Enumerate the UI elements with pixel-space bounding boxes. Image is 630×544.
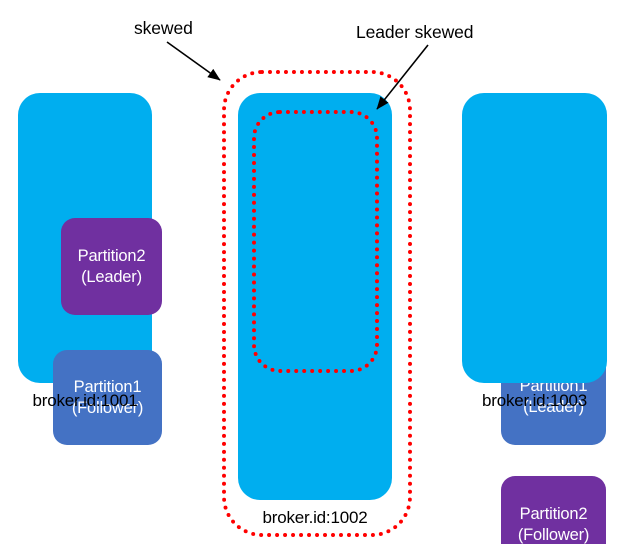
broker-box-1002: Partition0 (Leader) Partition1 (Leader) … xyxy=(238,93,606,544)
partition-role: (Leader) xyxy=(523,397,584,416)
broker-box-1003: Partition0 (Follower) xyxy=(462,93,607,383)
partition-name: Partition1 xyxy=(73,378,142,397)
annotation-leader-skewed: Leader skewed xyxy=(356,22,474,42)
annotation-skewed: skewed xyxy=(134,18,193,38)
broker-label-1001: broker.id:1001 xyxy=(32,391,138,410)
arrow-skewed xyxy=(166,41,221,81)
partition-box-1001-partition1: Partition1 (Follower) xyxy=(53,350,162,445)
partition-box-1002-partition2: Partition2 (Follower) xyxy=(501,476,606,544)
broker-box-1001: Partition2 (Leader) Partition1 (Follower… xyxy=(18,93,162,445)
partition-name: Partition2 xyxy=(77,247,146,266)
partition-box-1001-partition2: Partition2 (Leader) xyxy=(61,218,162,315)
partition-role: (Follower) xyxy=(71,398,144,417)
partition-role: (Follower) xyxy=(517,525,590,544)
broker-label-1003: broker.id:1003 xyxy=(482,391,587,410)
broker-label-1002: broker.id:1002 xyxy=(262,508,368,527)
partition-role: (Leader) xyxy=(81,267,142,286)
partition-name: Partition2 xyxy=(519,505,588,524)
